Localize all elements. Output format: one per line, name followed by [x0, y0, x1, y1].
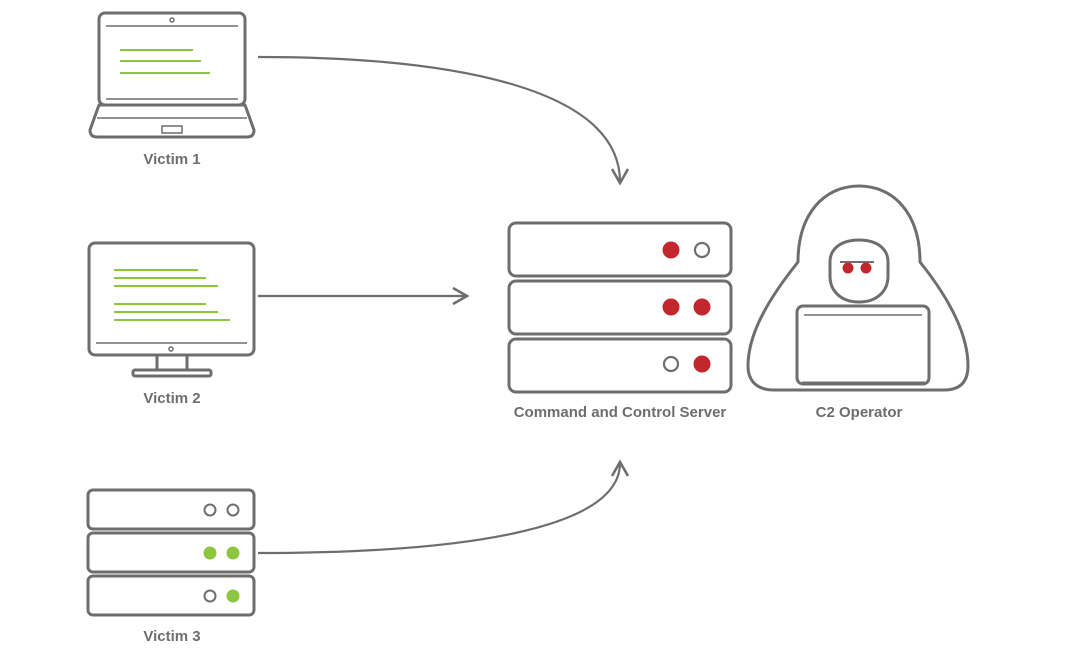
status-led	[203, 546, 217, 560]
victim2-monitor-icon	[87, 241, 256, 378]
victim1-laptop-icon	[88, 11, 256, 139]
operator-label: C2 Operator	[816, 404, 903, 421]
server-label: Command and Control Server	[514, 404, 727, 421]
status-led	[226, 546, 240, 560]
status-led	[662, 298, 680, 316]
code-lines	[114, 269, 230, 321]
status-led	[226, 503, 240, 517]
victim2-label: Victim 2	[143, 390, 200, 407]
status-led	[662, 241, 680, 259]
arrow-victim3-to-server	[257, 459, 630, 555]
status-led	[203, 503, 217, 517]
victim3-server-icon	[86, 488, 256, 617]
victim3-label: Victim 3	[143, 628, 200, 645]
status-led	[226, 589, 240, 603]
status-led	[693, 298, 711, 316]
c2-server-icon	[507, 221, 733, 394]
code-lines	[120, 49, 210, 74]
arrow-victim1-to-server	[257, 55, 630, 186]
eye	[860, 262, 872, 274]
status-led	[693, 355, 711, 373]
status-led	[203, 589, 217, 603]
c2-operator-hacker-icon	[746, 184, 970, 392]
status-led	[662, 355, 680, 373]
victim1-label: Victim 1	[143, 151, 200, 168]
eye	[842, 262, 854, 274]
status-led	[693, 241, 711, 259]
